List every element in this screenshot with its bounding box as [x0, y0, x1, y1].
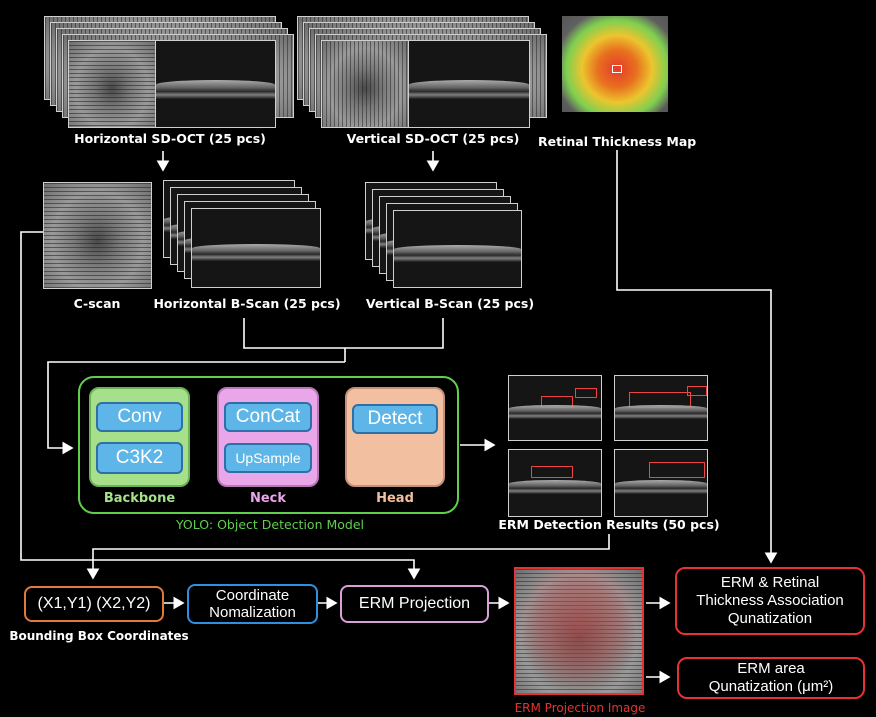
coordinate-normalization-line2: Nomalization: [209, 604, 296, 621]
neck-label: Neck: [249, 491, 287, 506]
bscan-slide: [393, 210, 522, 288]
cscan-label: C-scan: [73, 296, 121, 311]
association-line1: ERM & Retinal: [720, 574, 820, 591]
bscan-slide: [191, 208, 321, 288]
area-quantization-box: ERM area Qunatization (μm²): [677, 657, 865, 699]
detection-box: [649, 462, 705, 478]
erm-projection-image-label: ERM Projection Image: [514, 701, 646, 715]
erm-projection-image: [514, 567, 644, 695]
detection-results-label: ERM Detection Results (50 pcs): [498, 517, 720, 532]
association-line2: Thickness Association: [696, 592, 844, 609]
upsample-layer: UpSample: [224, 443, 312, 473]
association-quantization-box: ERM & Retinal Thickness Association Quna…: [675, 567, 865, 635]
fundus-image: [68, 40, 156, 128]
c3k2-layer: C3K2: [96, 442, 183, 474]
association-line3: Qunatization: [727, 610, 813, 627]
vertical-bscan-label: Vertical B-Scan (25 pcs): [365, 296, 535, 311]
bbox-coordinates-label: Bounding Box Coordinates: [9, 629, 189, 643]
coordinate-normalization-line1: Coordinate: [215, 587, 290, 604]
yolo-title: YOLO: Object Detection Model: [175, 517, 365, 532]
detection-result-image: [508, 449, 602, 517]
head-label: Head: [376, 491, 414, 506]
detection-result-image: [508, 375, 602, 441]
detection-box: [575, 388, 597, 398]
yolo-model-container: [78, 376, 459, 514]
erm-projection-box: ERM Projection: [340, 585, 489, 623]
detection-result-image: [614, 375, 708, 441]
cscan-image: [43, 182, 152, 289]
detection-box: [687, 386, 707, 396]
thickness-map-marker: [612, 65, 622, 73]
coordinate-normalization-box: Coordinate Nomalization: [187, 584, 318, 624]
thickness-map-image: [562, 16, 668, 112]
detect-layer: Detect: [352, 404, 438, 434]
detection-box: [541, 396, 573, 408]
bbox-coordinates-box: (X1,Y1) (X2,Y2): [24, 586, 164, 622]
detection-box: [531, 466, 573, 478]
detection-box: [629, 392, 691, 408]
backbone-label: Backbone: [103, 491, 176, 506]
horizontal-bscan-label: Horizontal B-Scan (25 pcs): [153, 296, 341, 311]
vertical-sdoct-label: Vertical SD-OCT (25 pcs): [346, 131, 520, 146]
horizontal-sdoct-label: Horizontal SD-OCT (25 pcs): [74, 131, 266, 146]
area-line1: ERM area: [737, 660, 805, 677]
detection-result-image: [614, 449, 708, 517]
oct-bscan-image: [408, 40, 530, 128]
area-line2: Qunatization (μm²): [708, 678, 834, 695]
head-block: [345, 387, 445, 487]
thickness-map-label: Retinal Thickness Map: [538, 134, 697, 149]
fundus-image: [321, 40, 409, 128]
conv-layer: Conv: [96, 402, 183, 432]
oct-bscan-image: [155, 40, 276, 128]
concat-layer: ConCat: [224, 402, 312, 432]
